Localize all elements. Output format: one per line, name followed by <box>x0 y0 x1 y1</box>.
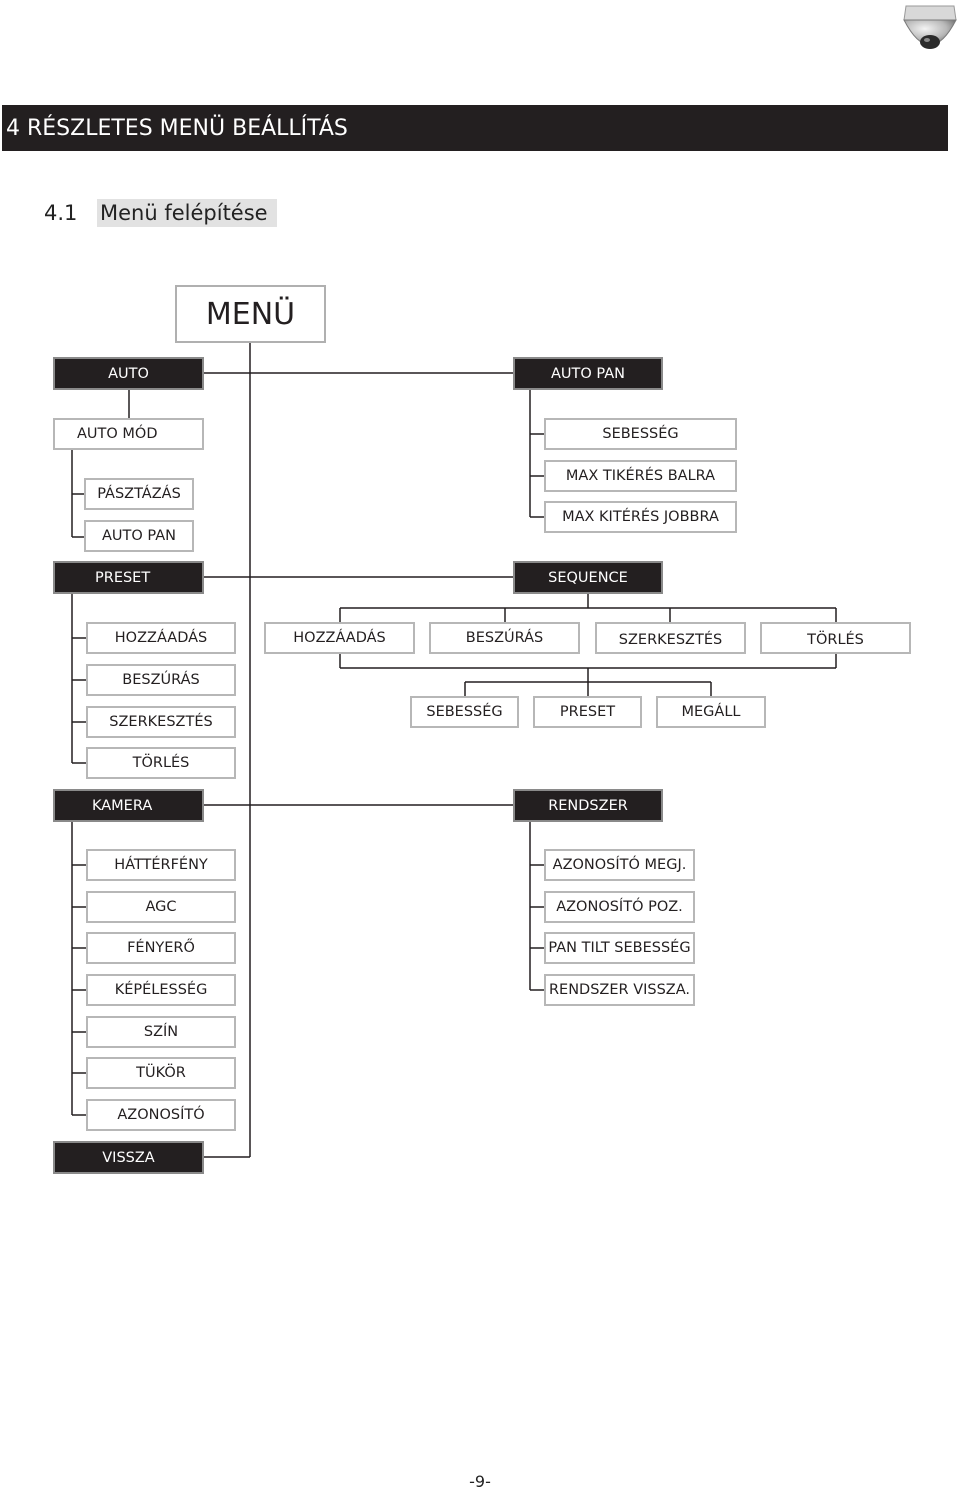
camera-child-mirror: TÜKÖR <box>86 1057 236 1089</box>
preset-child-edit: SZERKESZTÉS <box>86 706 236 738</box>
camera-node: KAMERA <box>53 789 204 822</box>
system-node: RENDSZER <box>513 789 663 822</box>
menu-root-node: MENÜ <box>175 285 326 343</box>
camera-child-id: AZONOSÍTÓ <box>86 1099 236 1131</box>
dome-camera-icon <box>903 5 957 49</box>
camera-child-backlight: HÁTTÉRFÉNY <box>86 849 236 881</box>
system-child-id-position: AZONOSÍTÓ POZ. <box>544 891 695 923</box>
sequence-sub-preset: PRESET <box>533 696 642 728</box>
sequence-child-edit: SZERKESZTÉS <box>595 622 746 654</box>
auto-pan-child-speed: SEBESSÉG <box>544 418 737 450</box>
section-header-bar: 4 RÉSZLETES MENÜ BEÁLLÍTÁS <box>2 105 948 151</box>
preset-child-delete: TÖRLÉS <box>86 747 236 779</box>
camera-child-color: SZÍN <box>86 1016 236 1048</box>
preset-node: PRESET <box>53 561 204 594</box>
auto-pan-child-max-right: MAX KITÉRÉS JOBBRA <box>544 501 737 533</box>
auto-pan-node: AUTO PAN <box>513 357 663 390</box>
auto-mod-node: AUTO MÓD <box>53 418 204 450</box>
sequence-node: SEQUENCE <box>513 561 663 594</box>
auto-pan-child-max-left: MAX TIKÉRÉS BALRA <box>544 460 737 492</box>
camera-child-brightness: FÉNYERŐ <box>86 932 236 964</box>
camera-child-agc: AGC <box>86 891 236 923</box>
sequence-child-insert: BESZÚRÁS <box>429 622 580 654</box>
auto-mod-child-scan: PÁSZTÁZÁS <box>84 478 194 510</box>
sequence-sub-stop: MEGÁLL <box>656 696 766 728</box>
auto-mod-child-autopan: AUTO PAN <box>84 520 194 552</box>
section-number: 4.1 <box>44 201 78 225</box>
sequence-sub-speed: SEBESSÉG <box>410 696 519 728</box>
system-child-id-display: AZONOSÍTÓ MEGJ. <box>544 849 695 881</box>
preset-child-add: HOZZÁADÁS <box>86 622 236 654</box>
auto-node: AUTO <box>53 357 204 390</box>
system-child-reset: RENDSZER VISSZA. <box>544 974 695 1006</box>
camera-child-sharpness: KÉPÉLESSÉG <box>86 974 236 1006</box>
preset-child-insert: BESZÚRÁS <box>86 664 236 696</box>
sequence-child-add: HOZZÁADÁS <box>264 622 415 654</box>
back-node: VISSZA <box>53 1141 204 1174</box>
page-number: -9- <box>469 1472 491 1491</box>
section-title: Menü felépítése <box>97 199 277 227</box>
sequence-child-delete: TÖRLÉS <box>760 622 911 654</box>
system-child-pan-tilt-speed: PAN TILT SEBESSÉG <box>544 932 695 964</box>
chapter-title: 4 RÉSZLETES MENÜ BEÁLLÍTÁS <box>6 116 348 141</box>
